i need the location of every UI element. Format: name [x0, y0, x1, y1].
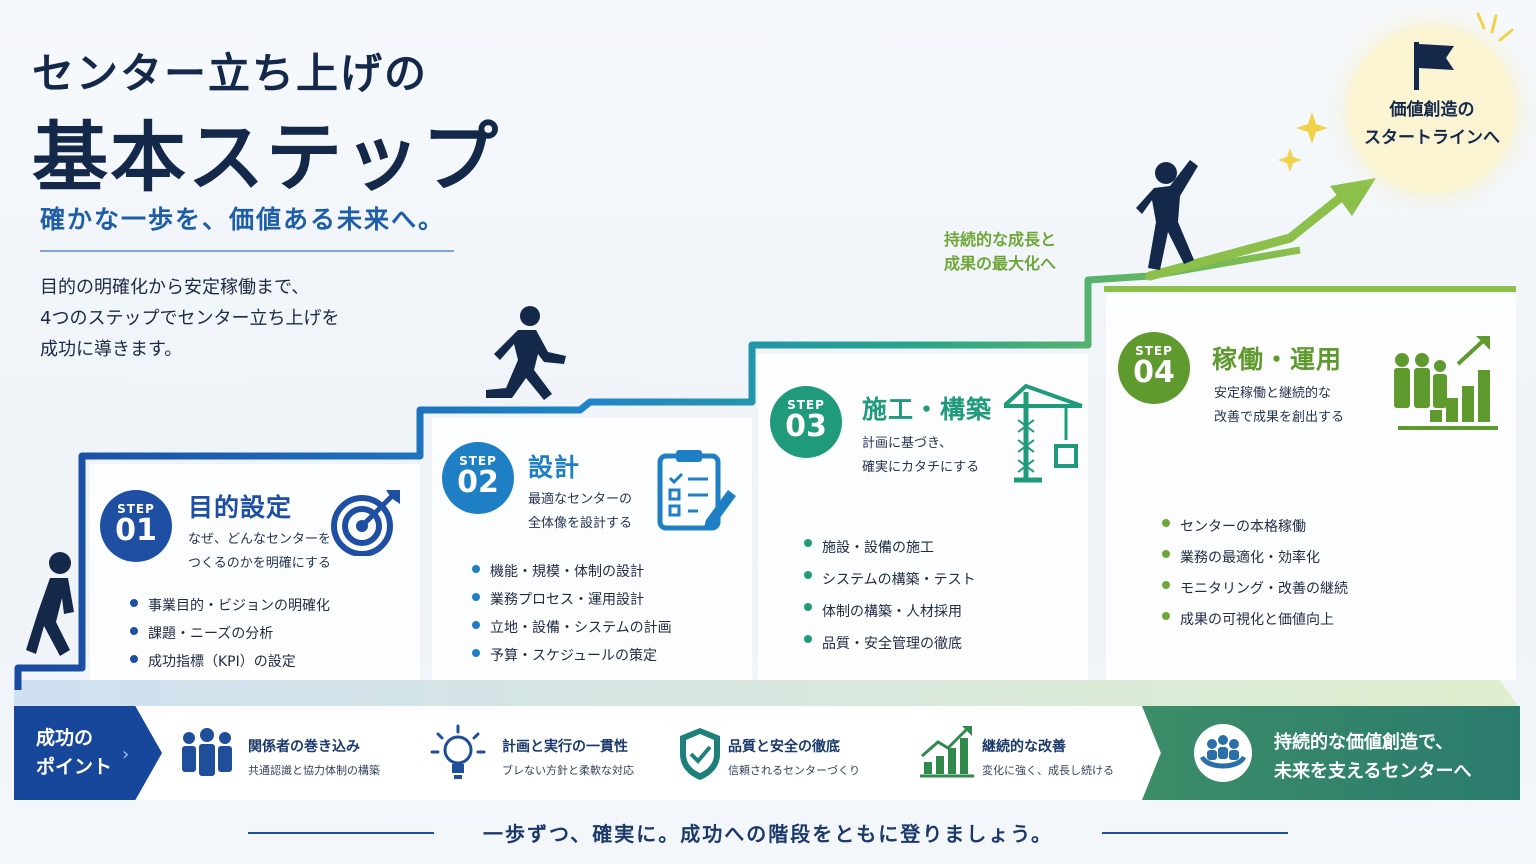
point-sub: 信頼されるセンターづくり	[728, 764, 860, 777]
page-title: 基本ステップ	[32, 113, 500, 202]
team-hands-icon	[1194, 724, 1252, 782]
bar-chart-icon	[920, 726, 974, 778]
footer-message: 一歩ずつ、確実に。成功への階段をともに登りましょう。	[483, 822, 1053, 846]
chevron-right-icon: ›	[122, 744, 130, 765]
list-item: 予算・スケジュールの策定	[472, 642, 672, 670]
list-item: 品質・安全管理の徹底	[804, 628, 976, 660]
footer-line-left	[248, 832, 434, 834]
step-badge-01: STEP 01	[100, 490, 172, 562]
point-title: 計画と実行の一貫性	[502, 739, 628, 755]
goal-circle: 価値創造の スタートラインへ	[1348, 26, 1516, 194]
point-title: 品質と安全の徹底	[728, 739, 840, 755]
step-badge-03: STEP 03	[770, 386, 842, 458]
point-item-stakeholders: 関係者の巻き込み 共通認識と協力体制の構築	[174, 706, 410, 800]
tagline: 確かな一歩を、価値ある未来へ。	[40, 205, 446, 234]
people-icon	[182, 728, 232, 776]
crane-icon	[1004, 383, 1083, 483]
point-title: 関係者の巻き込み	[248, 739, 360, 755]
list-item: 機能・規模・体制の設計	[472, 558, 672, 586]
list-item: システムの構築・テスト	[804, 564, 976, 596]
step-title-01: 目的設定	[188, 493, 293, 522]
step-desc-02: 最適なセンターの 全体像を設計する	[528, 492, 633, 531]
list-item: 施設・設備の施工	[804, 532, 976, 564]
step-desc-04: 安定稼働と継続的な 改善で成果を創出する	[1214, 386, 1345, 425]
point-sub: ブレない方針と柔軟な対応	[502, 764, 634, 777]
list-item: 課題・ニーズの分析	[130, 620, 330, 648]
step-bullets-02: 機能・規模・体制の設計 業務プロセス・運用設計 立地・設備・システムの計画 予算…	[472, 558, 672, 670]
lightbulb-icon	[430, 724, 486, 779]
step-badge-02: STEP 02	[442, 442, 514, 514]
point-item-quality: 品質と安全の徹底 信頼されるセンターづくり	[674, 706, 906, 800]
target-icon	[331, 490, 400, 556]
point-item-improvement: 継続的な改善 変化に強く、成長し続ける	[914, 706, 1142, 800]
success-points-bar: 成功の ポイント › 関係者の巻き込み 共通認識と協力体制の構築 計画と実行の一…	[14, 706, 1520, 800]
clipboard-icon	[657, 450, 736, 531]
step-badge-04: STEP 04	[1118, 332, 1190, 404]
step-title-03: 施工・構築	[862, 395, 993, 424]
growth-chart-icon	[1394, 336, 1498, 430]
point-item-consistency: 計画と実行の一貫性 ブレない方針と柔軟な対応	[426, 706, 658, 800]
list-item: 業務の最適化・効率化	[1162, 543, 1348, 574]
growth-label: 持続的な成長と 成果の最大化へ	[944, 230, 1057, 273]
step-card-03: STEP 03 施工・構築 計画に基づき、 確実にカタチにする 施設・設備の施工…	[758, 354, 1088, 680]
tagline-underline	[40, 250, 454, 252]
step-card-04: STEP 04 稼働・運用 安定稼働と継続的な 改善で成果を創出する センターの…	[1106, 294, 1516, 680]
title-line-1: センター立ち上げの	[32, 49, 429, 98]
intro-text: 目的の明確化から安定稼働まで、 4つのステップでセンター立ち上げを 成功に導きま…	[40, 277, 340, 360]
list-item: センターの本格稼働	[1162, 512, 1348, 543]
point-sub: 共通認識と協力体制の構築	[248, 764, 380, 777]
list-item: モニタリング・改善の継続	[1162, 574, 1348, 605]
step-bullets-01: 事業目的・ビジョンの明確化 課題・ニーズの分析 成功指標（KPI）の設定	[130, 592, 330, 676]
flag-icon	[1414, 42, 1454, 90]
step-desc-03: 計画に基づき、 確実にカタチにする	[862, 436, 980, 475]
point-sub: 変化に強く、成長し続ける	[982, 764, 1114, 777]
list-item: 成功指標（KPI）の設定	[130, 648, 330, 676]
footer-line-right	[1102, 832, 1288, 834]
list-item: 体制の構築・人材採用	[804, 596, 976, 628]
walking-person-icon	[26, 552, 74, 656]
list-item: 事業目的・ビジョンの明確化	[130, 592, 330, 620]
sparkle-icon	[1296, 112, 1328, 144]
step-title-04: 稼働・運用	[1212, 345, 1343, 374]
success-points-label: 成功の ポイント	[14, 706, 162, 800]
running-person-icon	[486, 306, 566, 400]
shield-check-icon	[680, 728, 720, 780]
step-desc-01: なぜ、どんなセンターを つくるのかを明確にする	[188, 532, 332, 571]
list-item: 立地・設備・システムの計画	[472, 614, 672, 642]
step-card-02: STEP 02 設計 最適なセンターの 全体像を設計する 機能・規模・体制の設計…	[432, 418, 752, 680]
point-title: 継続的な改善	[982, 739, 1066, 755]
step-bullets-04: センターの本格稼働 業務の最適化・効率化 モニタリング・改善の継続 成果の可視化…	[1162, 512, 1348, 636]
step-bullets-03: 施設・設備の施工 システムの構築・テスト 体制の構築・人材採用 品質・安全管理の…	[804, 532, 976, 660]
final-message: 持続的な価値創造で、 未来を支えるセンターへ	[1274, 732, 1472, 782]
list-item: 業務プロセス・運用設計	[472, 586, 672, 614]
final-message-banner: 持続的な価値創造で、 未来を支えるセンターへ	[1142, 706, 1520, 800]
step-title-02: 設計	[528, 453, 581, 482]
step-card-01: STEP 01 目的設定 なぜ、どんなセンターを つくるのかを明確にする 事業目…	[90, 464, 420, 680]
list-item: 成果の可視化と価値向上	[1162, 605, 1348, 636]
cheering-person-icon	[1136, 160, 1198, 270]
goal-text: 価値創造の スタートラインへ	[1364, 100, 1500, 148]
sparkle-icon	[1278, 148, 1302, 172]
